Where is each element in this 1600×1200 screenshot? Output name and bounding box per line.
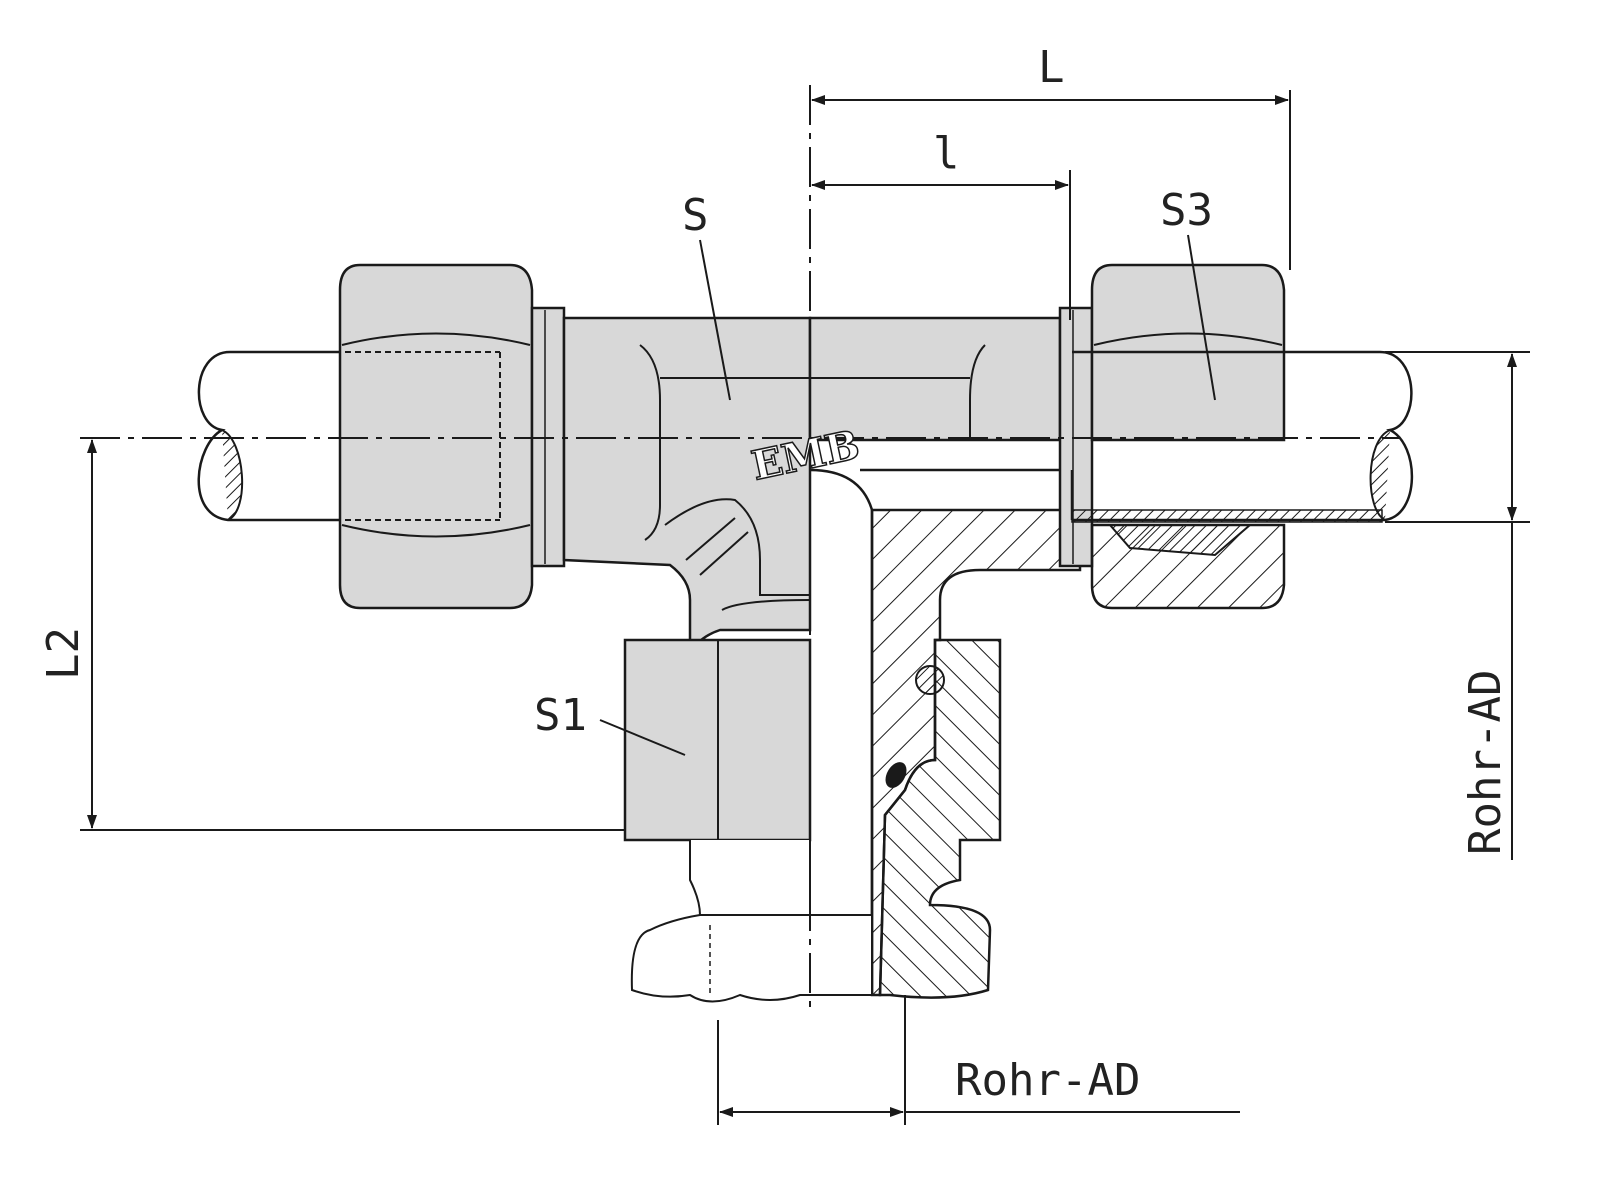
dimension-label-L: L	[1038, 42, 1065, 93]
dimension-rohr-ad-right: Rohr-AD	[1385, 351, 1530, 860]
right-tube	[1070, 350, 1414, 523]
right-nut	[1090, 263, 1286, 610]
label-S3: S3	[1160, 185, 1213, 236]
dimension-L2: L2	[38, 439, 625, 831]
callout-S1: S1	[534, 690, 686, 756]
callout-S: S	[682, 190, 731, 401]
label-S1: S1	[534, 690, 587, 741]
tee-body	[562, 316, 812, 666]
dimension-rohr-ad-bottom: Rohr-AD	[717, 995, 1240, 1125]
dimension-label-L2: L2	[38, 627, 89, 680]
bottom-hex	[623, 638, 1002, 1003]
label-rohr-ad-right: Rohr-AD	[1460, 670, 1511, 855]
center-lines	[80, 85, 1400, 1015]
dimension-l: l	[811, 128, 1071, 320]
callout-S3: S3	[1160, 185, 1216, 401]
dimension-L: L	[811, 42, 1291, 270]
dimension-label-l: l	[933, 128, 960, 179]
label-rohr-ad-bottom: Rohr-AD	[955, 1055, 1140, 1106]
label-S: S	[682, 190, 709, 241]
left-nut	[338, 263, 566, 610]
left-tube	[197, 350, 345, 522]
